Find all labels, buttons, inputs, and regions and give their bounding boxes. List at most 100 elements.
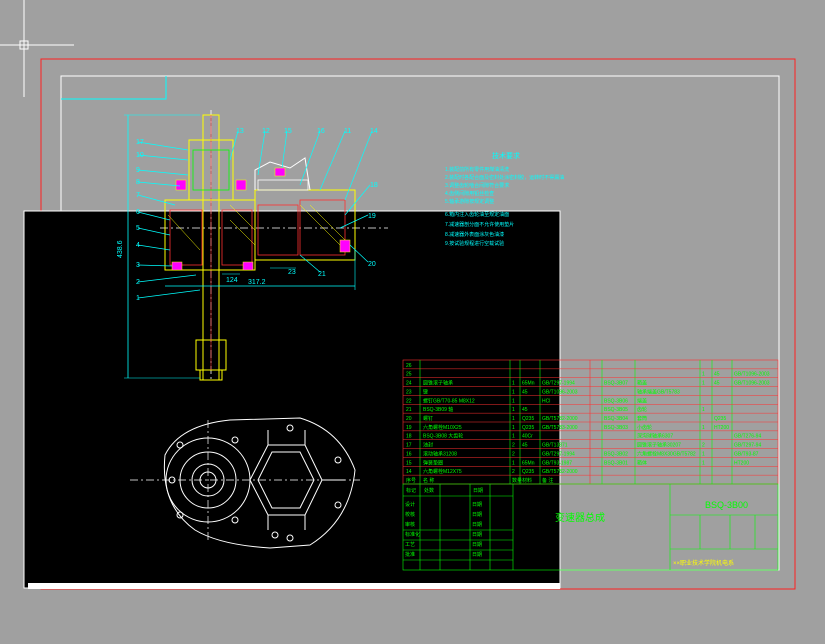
bom-cell-no: 15 bbox=[406, 460, 412, 466]
plan-view[interactable] bbox=[130, 417, 360, 549]
balloon: 3 bbox=[136, 262, 140, 269]
bom-cell-name: 键 bbox=[423, 388, 428, 395]
balloon: 17 bbox=[136, 139, 144, 146]
note-line: 4.齿侧间隙用铅丝检查 bbox=[445, 190, 494, 197]
note-line: 9.按试验规程进行空载试验 bbox=[445, 240, 504, 247]
bom-cell-qty: 1 bbox=[512, 389, 515, 395]
bom-cell-qty: 1 bbox=[702, 381, 705, 387]
balloon: 19 bbox=[368, 213, 376, 220]
bom-cell-name: 名 称 bbox=[423, 477, 434, 484]
bom-cell-name: BSQ-3B09 轴 bbox=[423, 406, 453, 413]
dimension-small: 124 bbox=[226, 277, 238, 284]
bom-cell-name: 齿轮 bbox=[637, 406, 647, 413]
bom-cell-material: Q235 bbox=[522, 469, 534, 475]
bom-cell-qty: 2 bbox=[512, 451, 515, 457]
bom-cell-material: 65Mn bbox=[522, 381, 535, 387]
bom-cell-qty: 1 bbox=[702, 460, 705, 466]
note-line: 7.减速器剖分面不允许使用垫片 bbox=[445, 221, 514, 228]
title-row-date: 日期 bbox=[472, 502, 482, 508]
title-row-role: 工艺 bbox=[405, 542, 415, 548]
balloon: 20 bbox=[368, 261, 376, 268]
bom-cell-standard: GB/T297-1994 bbox=[542, 451, 575, 457]
bom-cell-standard: HT200 bbox=[734, 460, 749, 466]
bom-cell-material: 45 bbox=[714, 381, 720, 387]
bom-cell-qty: 1 bbox=[702, 407, 705, 413]
title-row-date: 日期 bbox=[472, 552, 482, 558]
bom-cell-qty: 2 bbox=[702, 443, 705, 449]
paper-viewport[interactable] bbox=[24, 211, 560, 588]
bom-cell-no: 20 bbox=[406, 416, 412, 422]
bom-cell-qty: 1 bbox=[512, 381, 515, 387]
title-label-date: 日期 bbox=[473, 488, 483, 494]
bom-cell-material: 40Cr bbox=[522, 434, 533, 440]
callout-box bbox=[61, 76, 167, 100]
bom-cell-no: 21 bbox=[406, 407, 412, 413]
bom-cell-material: HT200 bbox=[714, 425, 729, 431]
note-line: 3.调整齿轮啮合间隙符合要求 bbox=[445, 182, 509, 189]
bom-cell-qty: 1 bbox=[702, 372, 705, 378]
bom-cell-no: 19 bbox=[406, 425, 412, 431]
bom-cell-qty: 1 bbox=[702, 425, 705, 431]
bom-cell-standard: GB/T93-87 bbox=[734, 451, 759, 457]
bom-cell-code: BSQ-3B04 bbox=[604, 416, 628, 422]
bom-cell-code: BSQ-3B05 bbox=[604, 407, 628, 413]
bom-cell-qty: 1 bbox=[512, 460, 515, 466]
bom-cell-no: 14 bbox=[406, 469, 412, 475]
balloon: 14 bbox=[370, 128, 378, 135]
bom-cell-name: BSQ-3B08 大齿轮 bbox=[423, 433, 463, 440]
note-line: 8.减速器外表面涂灰色油漆 bbox=[445, 231, 504, 238]
bom-cell-standard: GB/T1096-2003 bbox=[734, 381, 770, 387]
viewport-shadow bbox=[28, 583, 560, 589]
bom-cell-code: BSQ-3B03 bbox=[604, 425, 628, 431]
bom-cell-name: 箱体 bbox=[637, 459, 647, 466]
title-label-count: 处数 bbox=[424, 487, 434, 494]
title-row-date: 日期 bbox=[472, 542, 482, 548]
bom-cell-name: 弹簧垫圈 bbox=[423, 459, 443, 466]
balloon: 8 bbox=[136, 179, 140, 186]
bom-cell-material: Q235 bbox=[714, 416, 726, 422]
bom-cell-material: 材料 bbox=[522, 477, 532, 484]
bom-cell-standard: GB/T1096-2003 bbox=[734, 372, 770, 378]
bom-cell-qty: 1 bbox=[512, 398, 515, 404]
bom-cell-material: 45 bbox=[522, 389, 528, 395]
bom-cell-name: 小齿轮 bbox=[637, 424, 652, 431]
title-row-role: 批准 bbox=[405, 551, 415, 558]
school-name: ××职业技术学院机电系 bbox=[673, 559, 734, 567]
bom-cell-name: 深沟球轴承6307 bbox=[637, 433, 673, 440]
section-view[interactable] bbox=[124, 110, 388, 381]
bom-cell-no: 23 bbox=[406, 389, 412, 395]
bom-cell-qty: 2 bbox=[512, 469, 515, 475]
bom-cell-name: 箱盖 bbox=[637, 380, 647, 387]
balloon: 15 bbox=[284, 128, 292, 135]
title-row-role: 校核 bbox=[405, 511, 415, 518]
balloon-labels: 13 12 15 16 11 14 18 19 20 21 1 2 3 4 5 … bbox=[136, 128, 378, 302]
technical-notes: 技术要求 1.装配前所有零件用煤油清洗 2.装配时各配合面及密封处涂密封胶，运转… bbox=[445, 151, 564, 247]
crosshair-icon bbox=[0, 0, 74, 97]
bom-cell-name: 滚动轴承31208 bbox=[423, 450, 457, 457]
title-label-mark: 标记 bbox=[406, 487, 416, 494]
bom-cell-name: 油封 bbox=[423, 442, 433, 449]
balloon: 10 bbox=[136, 152, 144, 159]
title-row-role: 设计 bbox=[405, 501, 415, 508]
bom-cell-name: 圆锥滚子轴承30207 bbox=[637, 442, 681, 449]
bom-row-lines bbox=[403, 368, 778, 476]
dimension-small2: 23 bbox=[288, 269, 296, 276]
bom-cell-qty: 1 bbox=[512, 425, 515, 431]
bom-cell-code: BSQ-3B02 bbox=[604, 451, 628, 457]
bom-cell-qty: 数量 bbox=[512, 477, 522, 484]
bom-cell-standard: GB/T297-94 bbox=[734, 443, 761, 449]
bom-cell-no: 25 bbox=[406, 372, 412, 378]
balloon: 12 bbox=[262, 128, 270, 135]
balloon: 1 bbox=[136, 295, 140, 302]
bom-cell-name: 端盖 bbox=[637, 397, 647, 404]
balloon: 2 bbox=[136, 279, 140, 286]
bom-cell-code: BSQ-3B07 bbox=[604, 381, 628, 387]
balloon: 13 bbox=[236, 128, 244, 135]
bom-cell-qty: 1 bbox=[512, 407, 515, 413]
bom-cell-name: 六角螺栓M10X25 bbox=[423, 424, 462, 431]
note-line: 6.箱内注入齿轮油至规定油面 bbox=[445, 211, 509, 218]
bom-cell-standard: 备 注 bbox=[542, 477, 553, 484]
bom-cell-qty: 2 bbox=[512, 443, 515, 449]
